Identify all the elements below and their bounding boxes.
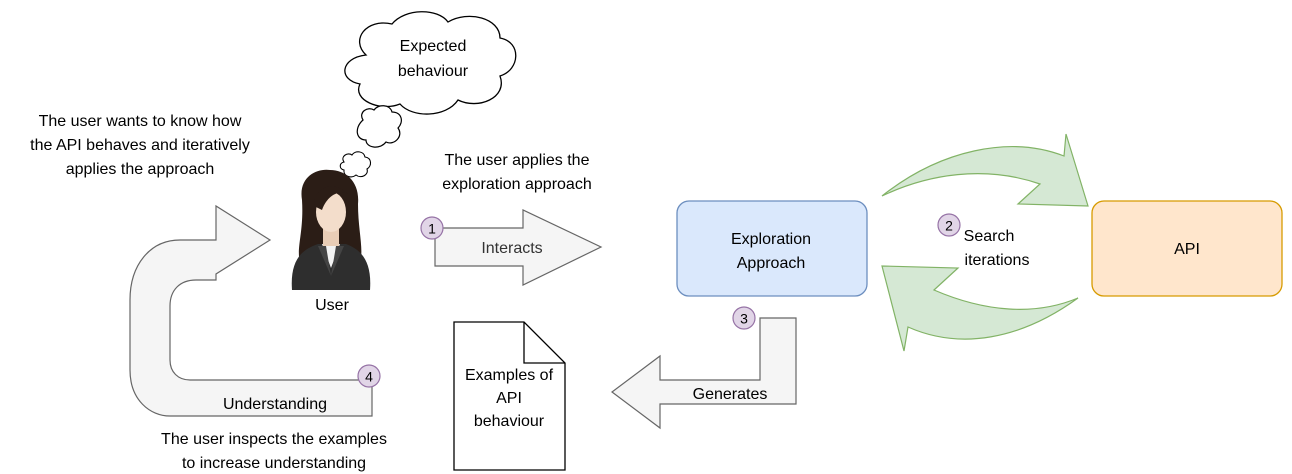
step-1-badge: 1 [420, 216, 444, 240]
thought-bubble-small [339, 151, 372, 178]
understanding-label: Understanding [223, 396, 327, 413]
user-intent-line1: The user wants to know how [39, 113, 242, 130]
user-label: User [315, 297, 349, 314]
step-3-number: 3 [740, 311, 748, 327]
exploration-label-line2: Approach [737, 255, 806, 272]
interacts-arrow [434, 209, 603, 286]
inspect-caption-line2: to increase understanding [182, 455, 366, 472]
exploration-label-line1: Exploration [731, 231, 811, 248]
search-label-line2: iterations [965, 252, 1030, 269]
step-2-number: 2 [945, 218, 953, 234]
apply-caption-line2: exploration approach [442, 176, 591, 193]
document-line3: behaviour [474, 413, 545, 430]
step-4-badge: 4 [357, 364, 381, 388]
user-avatar-icon [291, 169, 371, 290]
api-label: API [1174, 241, 1200, 258]
thought-bubble-medium [356, 105, 402, 148]
step-2-badge: 2 [937, 213, 961, 237]
inspect-caption-line1: The user inspects the examples [161, 431, 387, 448]
search-cycle-arrow-bottom [881, 265, 1079, 352]
thought-text-line2: behaviour [398, 63, 469, 80]
generates-label: Generates [693, 386, 768, 403]
apply-caption-line1: The user applies the [445, 152, 590, 169]
step-1-number: 1 [428, 221, 436, 237]
thought-cloud: Expected behaviour [344, 11, 517, 115]
document-line1: Examples of [465, 367, 554, 384]
document-line2: API [496, 390, 522, 407]
examples-document[interactable]: Examples of API behaviour [453, 321, 566, 471]
user-intent-line2: the API behaves and iteratively [30, 137, 250, 154]
step-3-badge: 3 [732, 306, 756, 330]
search-label-line1: Search [964, 228, 1015, 245]
interacts-label: Interacts [481, 240, 542, 257]
exploration-approach-box[interactable] [676, 200, 868, 297]
search-cycle-arrow-top [881, 133, 1089, 207]
api-box[interactable] [1091, 200, 1283, 297]
generates-arrow [611, 317, 797, 430]
understanding-arrow [129, 204, 373, 417]
thought-text-line1: Expected [400, 38, 467, 55]
user-intent-line3: applies the approach [66, 161, 215, 178]
step-4-number: 4 [365, 369, 373, 385]
